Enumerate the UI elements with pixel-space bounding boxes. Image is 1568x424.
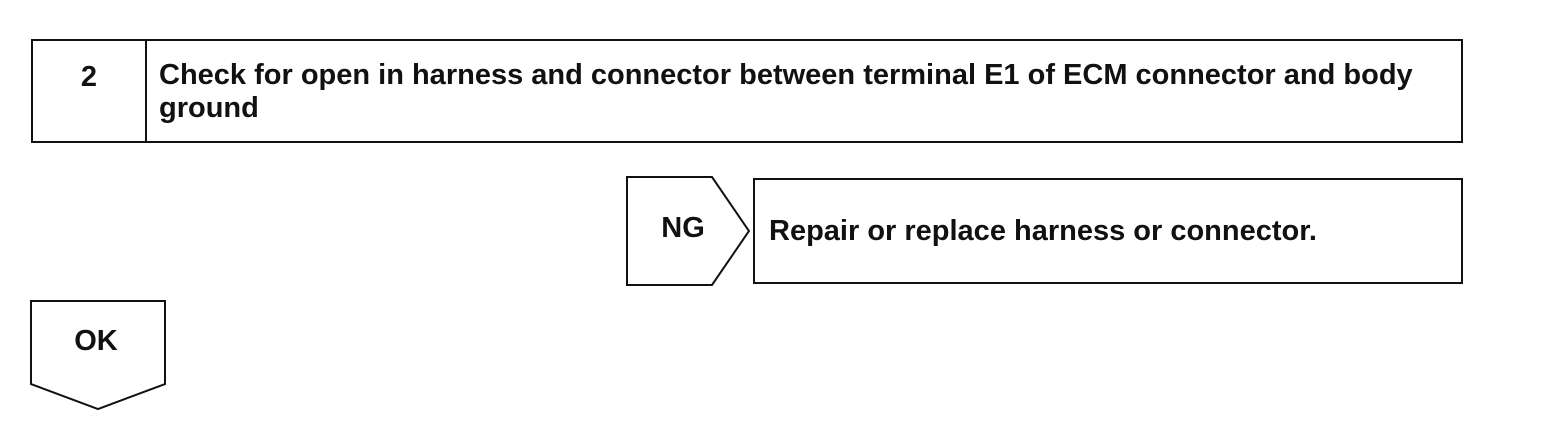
ok-arrow-icon — [30, 300, 166, 411]
ng-result-box: Repair or replace harness or connector. — [753, 178, 1463, 284]
ng-result-text: Repair or replace harness or connector. — [769, 214, 1317, 247]
step-number: 2 — [33, 41, 147, 141]
ok-label: OK — [74, 325, 118, 357]
ng-label: NG — [661, 212, 705, 244]
step-box: 2 Check for open in harness and connecto… — [31, 39, 1463, 143]
ng-arrow-icon — [626, 176, 750, 286]
step-description: Check for open in harness and connector … — [159, 59, 1413, 124]
